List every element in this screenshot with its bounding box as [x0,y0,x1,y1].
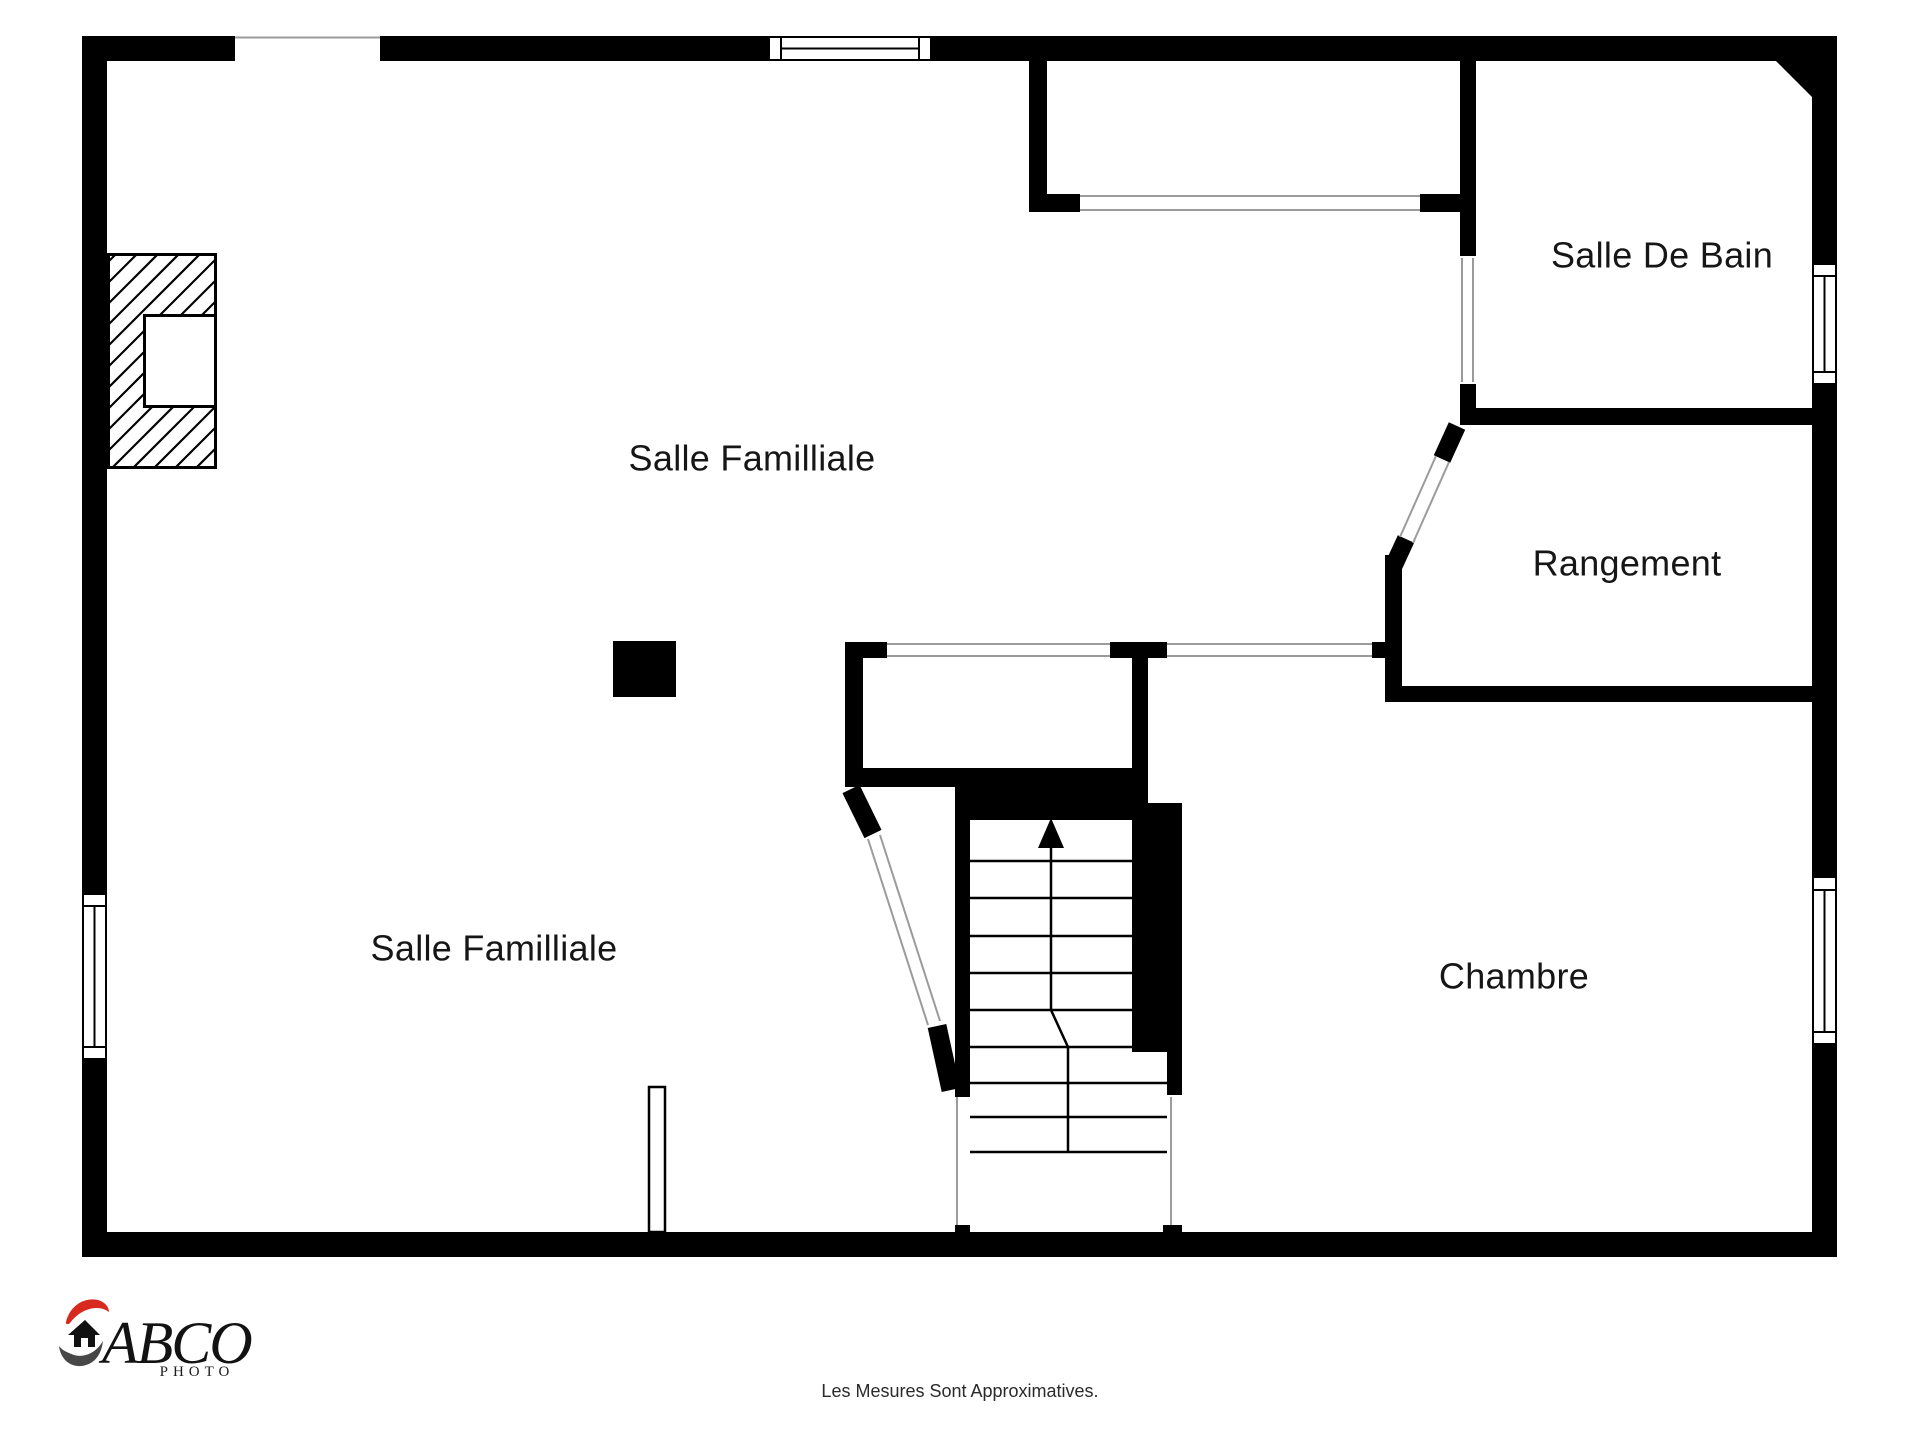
stair-right-stub [1163,1225,1182,1233]
wall-right-upper [1812,61,1837,264]
room-label-salle-familliale-lower: Salle Familliale [370,927,618,969]
closet-left-wall [1029,61,1047,212]
stair-top-band [845,768,1148,787]
stair-landing-block [955,787,1148,820]
logo-house-icon [68,1320,100,1347]
stair-left-stub [955,1225,970,1233]
mid-wall-stub [1372,642,1385,658]
wall-top-left [82,36,235,61]
stair-door-opening [842,784,961,1093]
rangement-left-wall [1385,555,1402,702]
bathroom-left-wall [1460,61,1476,256]
room-label-salle-de-bain: Salle De Bain [1550,234,1774,276]
logo-gray-swoosh-icon [59,1341,103,1367]
measurements-disclaimer: Les Mesures Sont Approximatives. [821,1381,1099,1401]
wall-left-upper [82,61,107,893]
support-column [613,641,676,697]
outer-walls [82,36,1837,1257]
room-label-salle-familliale-upper: Salle Familliale [628,437,876,479]
stair-up-arrow-icon [1038,818,1064,848]
stair-right-wall-low [1167,1047,1182,1095]
stair-closet-left-wall [845,642,863,783]
stair-right-wall-outer [1148,803,1182,1052]
wall-right-lower [1812,1044,1837,1232]
logo-subtitle-text: PHOTO [160,1364,235,1380]
logo-brand-text: ABCO [98,1310,251,1376]
rangement-bottom-wall [1385,686,1812,702]
corner-chamfer [1776,61,1812,97]
stair-right-wall-inner [1132,787,1148,1052]
stair-left-wall [955,820,970,1097]
logo-red-roof-icon [65,1299,109,1325]
mid-wall-cap [1110,642,1167,658]
abco-photo-logo: ABCO PHOTO [52,1294,287,1414]
wall-right-middle [1812,384,1837,877]
wall-top-right [932,36,1837,61]
room-label-rangement: Rangement [1532,542,1722,584]
room-label-chambre: Chambre [1438,955,1590,997]
closet-left-foot [1047,194,1080,212]
closet-right-stub [1420,194,1460,212]
stair-direction-line [1049,845,1070,1152]
window-frames [83,37,1836,1048]
wall-bottom [82,1232,1837,1257]
bathroom-bottom-wall [1460,408,1812,425]
opening-lines [235,36,1474,1225]
fireplace [107,253,217,469]
abco-photo-logo-graphic: ABCO PHOTO [59,1299,253,1380]
interior-walls [613,61,1812,1233]
fireplace-firebox [143,314,217,408]
wall-left-lower [82,1060,107,1232]
half-wall-stub [647,1085,667,1234]
wall-top-middle [380,36,768,61]
staircase [970,845,1167,1154]
rangement-door-opening [1385,422,1466,569]
stair-descending-wall [1132,658,1148,787]
